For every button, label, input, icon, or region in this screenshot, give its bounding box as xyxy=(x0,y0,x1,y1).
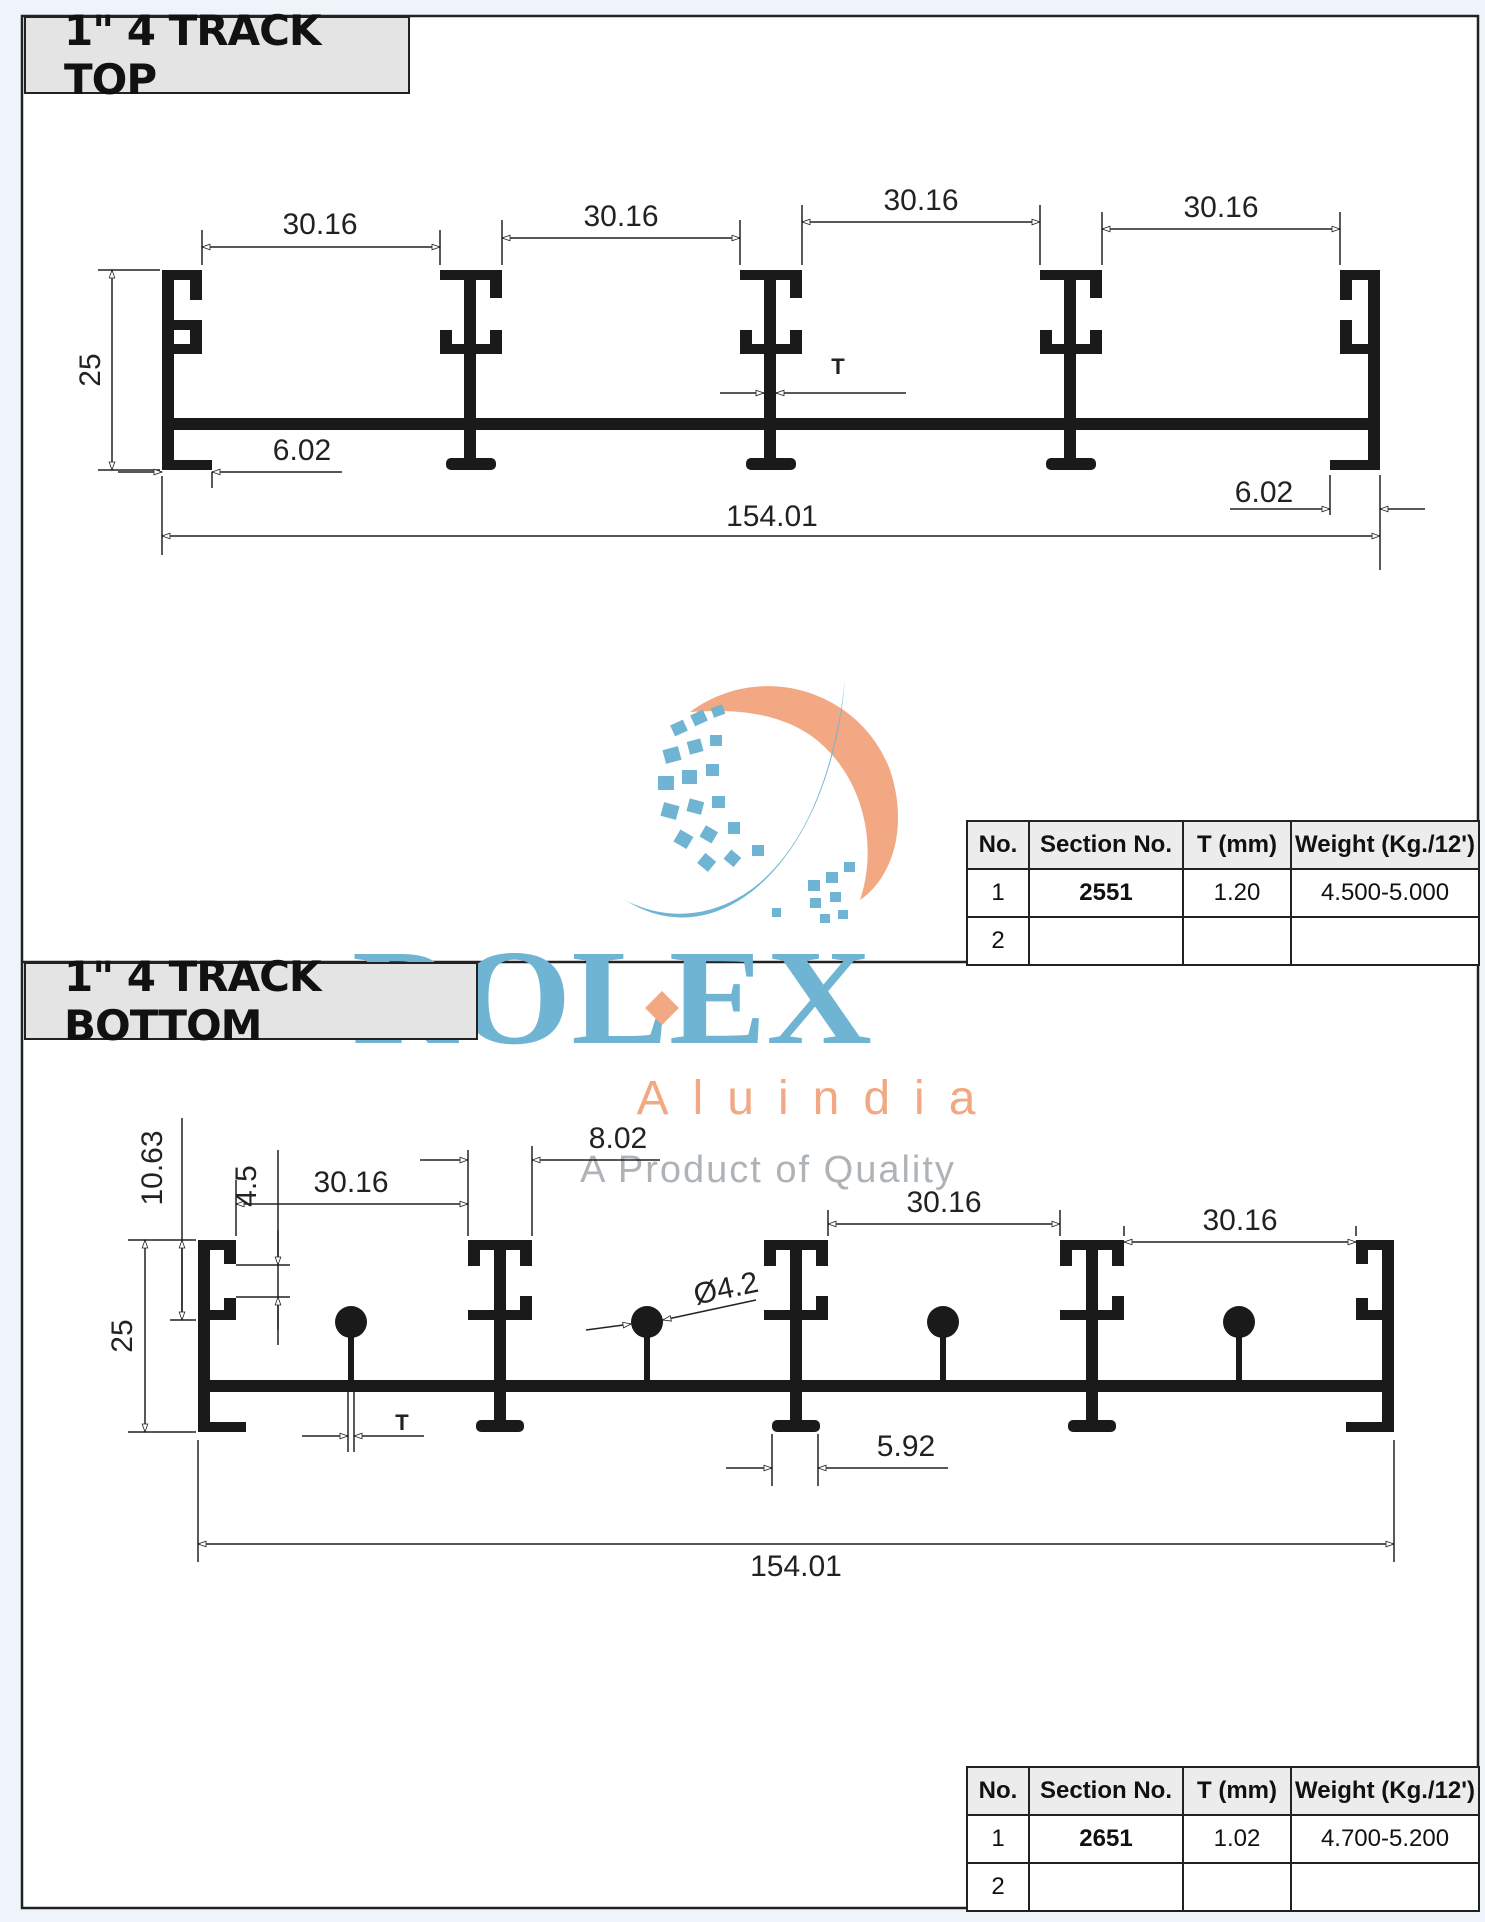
col-section: Section No. xyxy=(1028,1766,1184,1816)
top-dimension-lines xyxy=(98,205,1425,570)
col-t: T (mm) xyxy=(1182,1766,1292,1816)
top-dim-height: 25 xyxy=(74,353,107,386)
cell-no: 2 xyxy=(966,916,1030,966)
bottom-profile xyxy=(198,1240,1394,1432)
bottom-dim-slot: 4.5 xyxy=(230,1165,263,1207)
top-profile xyxy=(162,270,1380,470)
top-dim-thickness: T xyxy=(831,354,845,379)
table-header-row: No. Section No. T (mm) Weight (Kg./12') xyxy=(966,1766,1480,1816)
cell-no: 1 xyxy=(966,868,1030,918)
top-dim-left-lip: 6.02 xyxy=(273,434,331,467)
logo-sub: Aluindia xyxy=(637,1072,1000,1125)
bottom-dim-spacing-3: 30.16 xyxy=(1202,1204,1277,1237)
bottom-dim-overall: 154.01 xyxy=(750,1550,842,1583)
top-dim-overall: 154.01 xyxy=(726,500,818,533)
cell-section xyxy=(1028,1862,1184,1912)
cell-t: 1.02 xyxy=(1182,1814,1292,1864)
bottom-section-title: 1" 4 TRACK BOTTOM xyxy=(24,952,478,1050)
bottom-dim-height: 25 xyxy=(106,1319,139,1352)
bottom-dim-foot: 5.92 xyxy=(877,1430,935,1463)
table-row: 1 2551 1.20 4.500-5.000 xyxy=(966,868,1480,918)
cell-t: 1.20 xyxy=(1182,868,1292,918)
col-weight: Weight (Kg./12') xyxy=(1290,820,1480,870)
bottom-dim-spacing-2: 30.16 xyxy=(906,1186,981,1219)
logo-tagline: A Product of Quality xyxy=(580,1149,956,1191)
top-section-title: 1" 4 TRACK TOP xyxy=(24,6,410,104)
cell-section: 2551 xyxy=(1028,868,1184,918)
table-row: 2 xyxy=(966,1862,1480,1912)
rolex-logo-icon xyxy=(625,680,899,923)
cell-weight: 4.700-5.200 xyxy=(1290,1814,1480,1864)
top-dim-spacing-1: 30.16 xyxy=(282,208,357,241)
col-section: Section No. xyxy=(1028,820,1184,870)
cell-no: 2 xyxy=(966,1862,1030,1912)
col-weight: Weight (Kg./12') xyxy=(1290,1766,1480,1816)
cell-t xyxy=(1182,1862,1292,1912)
cell-section xyxy=(1028,916,1184,966)
table-row: 2 xyxy=(966,916,1480,966)
top-dim-spacing-2: 30.16 xyxy=(583,200,658,233)
bottom-dimension-lines xyxy=(128,1118,1396,1562)
logo-diamond-icon xyxy=(645,991,679,1025)
bottom-dim-flange: 8.02 xyxy=(589,1122,647,1155)
col-no: No. xyxy=(966,820,1030,870)
top-spec-table: No. Section No. T (mm) Weight (Kg./12') … xyxy=(966,820,1480,966)
top-dim-spacing-4: 30.16 xyxy=(1183,191,1258,224)
cell-weight xyxy=(1290,916,1480,966)
table-header-row: No. Section No. T (mm) Weight (Kg./12') xyxy=(966,820,1480,870)
bottom-dim-spacing-1: 30.16 xyxy=(313,1166,388,1199)
cell-weight: 4.500-5.000 xyxy=(1290,868,1480,918)
col-no: No. xyxy=(966,1766,1030,1816)
cell-t xyxy=(1182,916,1292,966)
bottom-dim-upper-height: 10.63 xyxy=(136,1130,169,1205)
top-dim-right-lip: 6.02 xyxy=(1235,476,1293,509)
col-t: T (mm) xyxy=(1182,820,1292,870)
table-row: 1 2651 1.02 4.700-5.200 xyxy=(966,1814,1480,1864)
top-dim-spacing-3: 30.16 xyxy=(883,184,958,217)
bottom-spec-table: No. Section No. T (mm) Weight (Kg./12') … xyxy=(966,1766,1480,1912)
cell-weight xyxy=(1290,1862,1480,1912)
cell-no: 1 xyxy=(966,1814,1030,1864)
cell-section: 2651 xyxy=(1028,1814,1184,1864)
bottom-dim-thickness: T xyxy=(395,1410,409,1435)
